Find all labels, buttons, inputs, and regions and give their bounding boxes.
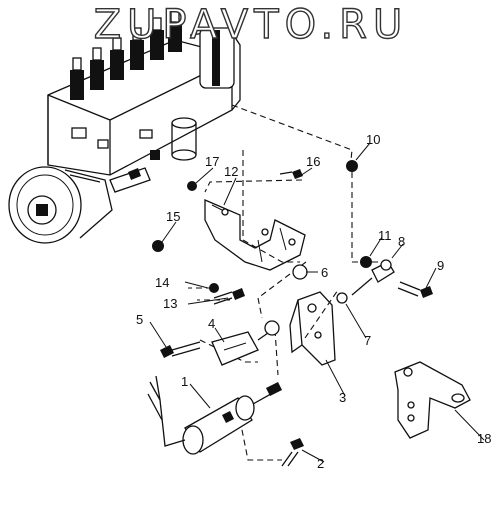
callout-2: 2: [317, 456, 324, 471]
washer-7: [336, 292, 348, 304]
callout-15: 15: [166, 209, 180, 224]
callout-12: 12: [224, 164, 238, 179]
callout-4: 4: [208, 316, 215, 331]
callout-3: 3: [339, 390, 346, 405]
fasteners: [152, 160, 433, 467]
callout-9: 9: [437, 258, 444, 273]
bracket-3: [289, 291, 336, 366]
callout-1: 1: [181, 374, 188, 389]
nut-17: [187, 181, 197, 191]
drive-coupling: [8, 166, 113, 244]
callout-16: 16: [306, 154, 320, 169]
callout-leaders: [149, 142, 485, 463]
callout-7: 7: [364, 333, 371, 348]
bracket-18: [394, 361, 471, 439]
nut-6: [292, 264, 308, 280]
callout-17: 17: [205, 154, 219, 169]
solenoid-1: [147, 375, 282, 455]
callout-6: 6: [321, 265, 328, 280]
nut-10: [346, 160, 358, 172]
callout-18: 18: [477, 431, 491, 446]
callout-5: 5: [136, 312, 143, 327]
bracket-12: [204, 199, 306, 271]
nut-11: [360, 256, 372, 268]
callout-13: 13: [163, 296, 177, 311]
callout-11: 11: [378, 228, 392, 243]
link-4: [211, 320, 280, 366]
callout-8: 8: [398, 234, 405, 249]
callout-labels: 1 2 3 4 5 6 7 8 9 10 11 12 13 14 15 16 1…: [136, 132, 491, 471]
nut-15: [152, 240, 164, 252]
injection-pump: [8, 9, 241, 244]
washer-14: [209, 283, 219, 293]
delivery-valves: [70, 9, 182, 100]
watermark-text: ZUPAVTO.RU: [93, 1, 409, 48]
callout-10: 10: [366, 132, 380, 147]
callout-14: 14: [155, 275, 169, 290]
